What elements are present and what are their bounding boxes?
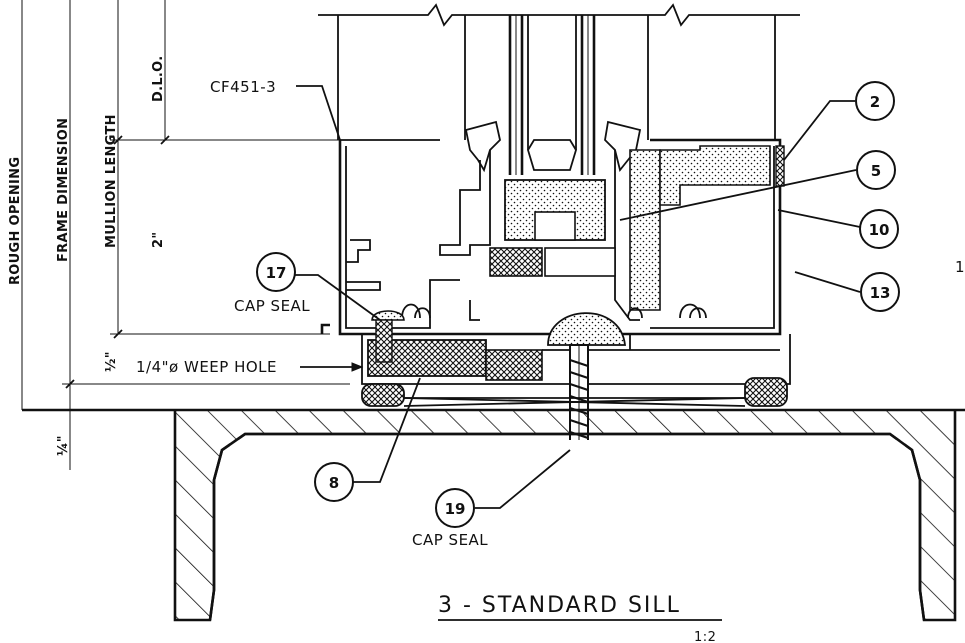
callout-19: 19: [435, 488, 475, 528]
callout-5: 5: [856, 150, 896, 190]
weep-hole-label: 1/4"ø WEEP HOLE: [136, 358, 277, 376]
substrate-section: [22, 397, 965, 640]
callout-8-number: 8: [329, 474, 339, 492]
callout-2-number: 2: [870, 93, 880, 111]
callout-13: 13: [860, 272, 900, 312]
callout-17-number: 17: [266, 264, 287, 282]
cap-seal-upper-label: CAP SEAL: [234, 297, 310, 315]
glass-and-mullion-upper: [318, 3, 800, 175]
sill-frame: [320, 120, 791, 407]
drawing-scale: 1:2: [694, 630, 716, 643]
callout-2: 2: [855, 81, 895, 121]
rough-opening-label: ROUGH OPENING: [8, 157, 23, 285]
part-number-label: CF451-3: [210, 78, 276, 96]
dlo-label: D.L.O.: [151, 56, 166, 102]
frame-dimension-label: FRAME DIMENSION: [56, 118, 71, 262]
half-inch-dimension: ½": [104, 351, 119, 372]
callout-13-number: 13: [870, 284, 891, 302]
dimension-lines: [21, 0, 350, 470]
leader-lines: [294, 85, 861, 509]
callout-19-number: 19: [445, 500, 466, 518]
callout-17: 17: [256, 252, 296, 292]
callout-10: 10: [859, 209, 899, 249]
side-mark: 1: [955, 258, 965, 276]
drawing-title: 3 - STANDARD SILL: [438, 593, 681, 618]
callout-5-number: 5: [871, 162, 881, 180]
cap-seal-lower-label: CAP SEAL: [412, 531, 488, 549]
quarter-inch-dimension: ¼": [56, 435, 71, 456]
mullion-length-label: MULLION LENGTH: [104, 114, 119, 248]
callout-10-number: 10: [869, 221, 890, 239]
two-inch-dimension: 2": [151, 232, 166, 248]
callout-8: 8: [314, 462, 354, 502]
